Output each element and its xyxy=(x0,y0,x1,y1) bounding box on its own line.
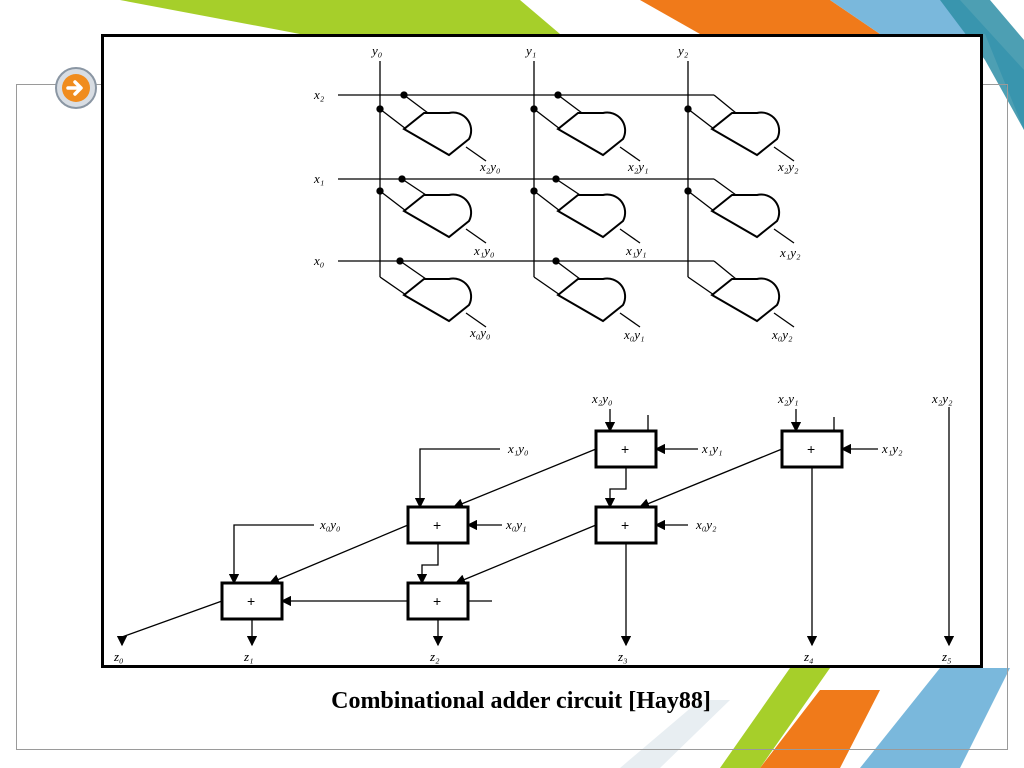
adder-input-x2y1: x₂y₁ xyxy=(777,391,799,406)
output-z5: z₅ xyxy=(941,649,952,664)
product-x2y1: x₂y₁ xyxy=(627,159,649,174)
product-x1y0: x₁y₀ xyxy=(473,243,495,258)
label-y2: y₂ xyxy=(676,43,689,58)
and-gate xyxy=(376,91,487,162)
adder-input-x2y2: x₂y₂ xyxy=(931,391,953,406)
output-z1: z₁ xyxy=(243,649,254,664)
and-gate xyxy=(533,257,641,328)
and-gate xyxy=(684,94,795,162)
teal-stripe-right xyxy=(940,0,1024,130)
adder-plus: + xyxy=(621,517,629,533)
adder-input-x1y1: x₁y₁ xyxy=(701,441,723,456)
output-z4: z₄ xyxy=(803,649,814,664)
product-x1y2: x₁y₂ xyxy=(779,245,801,260)
output-z0: z₀ xyxy=(113,649,124,664)
figure-caption: Combinational adder circuit [Hay88] xyxy=(331,688,711,714)
label-x2: x₂ xyxy=(313,87,325,102)
and-gate xyxy=(687,260,795,328)
adder-plus: + xyxy=(433,517,441,533)
adder-input-x2y0: x₂y₀ xyxy=(591,391,613,406)
product-x0y0: x₀y₀ xyxy=(469,325,491,340)
and-gate xyxy=(684,178,795,244)
adder-input-x1y2: x₁y₂ xyxy=(881,441,903,456)
adder-box xyxy=(406,581,470,621)
and-gate xyxy=(379,257,487,328)
adder-input-x0y1: x₀y₁ xyxy=(505,517,527,532)
and-gate xyxy=(530,91,641,162)
adder-network xyxy=(116,407,955,647)
and-gate xyxy=(376,175,487,244)
next-slide-button[interactable] xyxy=(54,66,98,110)
adder-plus: + xyxy=(433,593,441,609)
green-stripe-bottom xyxy=(720,668,830,768)
product-x2y0: x₂y₀ xyxy=(479,159,501,174)
adder-input-x0y2: x₀y₂ xyxy=(695,517,717,532)
adder-plus: + xyxy=(247,593,255,609)
label-x0: x₀ xyxy=(313,253,324,268)
blue-stripe-bottom xyxy=(860,668,1010,768)
circuit-diagram: y₀ y₁ y₂ x₂ x₁ x₀ x₂y₀ x₂y₁ x₂y₂ x₁y₀ x₁… xyxy=(113,43,955,664)
product-x1y1: x₁y₁ xyxy=(625,243,647,258)
label-y1: y₁ xyxy=(524,43,536,58)
pale-stripe-bottom xyxy=(620,700,730,768)
product-x0y2: x₀y₂ xyxy=(771,327,793,342)
and-gate xyxy=(530,175,641,244)
arrow-right-icon xyxy=(55,67,97,109)
adder-box xyxy=(220,581,284,621)
product-x2y2: x₂y₂ xyxy=(777,159,799,174)
adder-circuit-figure: y₀ y₁ y₂ x₂ x₁ x₀ x₂y₀ x₂y₁ x₂y₂ x₁y₀ x₁… xyxy=(101,34,983,668)
and-gate-array xyxy=(338,61,714,277)
output-z3: z₃ xyxy=(617,649,628,664)
green-stripe-top xyxy=(120,0,560,34)
product-x0y1: x₀y₁ xyxy=(623,327,645,342)
label-x1: x₁ xyxy=(313,171,324,186)
orange-stripe-bottom xyxy=(760,690,880,768)
adder-plus: + xyxy=(621,441,629,457)
orange-stripe-top xyxy=(640,0,880,34)
adder-plus: + xyxy=(807,441,815,457)
output-z2: z₂ xyxy=(429,649,440,664)
adder-input-x1y0: x₁y₀ xyxy=(507,441,529,456)
label-y0: y₀ xyxy=(370,43,382,58)
adder-input-x0y0: x₀y₀ xyxy=(319,517,341,532)
